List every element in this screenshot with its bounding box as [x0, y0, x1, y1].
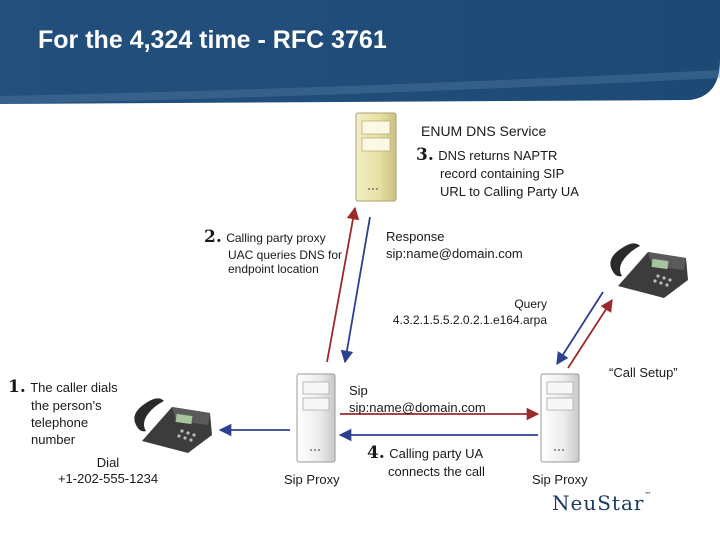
neustar-logo: NeuStar™ — [552, 491, 652, 515]
page-title: For the 4,324 time - RFC 3761 — [38, 26, 387, 54]
step-1: 1. The caller dials — [8, 377, 118, 398]
dns-response-arrow — [340, 216, 371, 364]
header-banner: For the 4,324 time - RFC 3761 — [0, 0, 720, 104]
step-1-text-line-2: the person’s — [31, 398, 102, 413]
caller-phone-icon — [134, 398, 212, 453]
step-4: 4. Calling party UA — [367, 443, 483, 464]
step-1-text-line-4: number — [31, 432, 76, 447]
sip-proxy-left-label: Sip Proxy — [284, 472, 340, 487]
step-4-number: 4. — [367, 443, 385, 463]
step-2-text-line-1: Calling party proxy — [226, 231, 326, 245]
enum-dns-server-icon — [355, 112, 397, 202]
step-3: 3. DNS returns NAPTR — [416, 145, 557, 166]
step-1-text-line-1: The caller dials — [30, 380, 118, 395]
step-3-number: 3. — [416, 145, 434, 165]
sip-proxy-right-label: Sip Proxy — [532, 472, 588, 487]
sip-uri: sip:name@domain.com — [349, 400, 486, 415]
step-3-text-line-1: DNS returns NAPTR — [438, 148, 558, 163]
step-3-text-line-3: URL to Calling Party UA — [440, 184, 579, 199]
neustar-logo-text: NeuStar — [552, 491, 645, 515]
callee-phone-icon — [610, 243, 688, 298]
query-label: Query — [514, 297, 547, 311]
sip-label: Sip — [349, 383, 368, 398]
step-4-text-line-2: connects the call — [388, 464, 485, 479]
step-3-text-line-2: record containing SIP — [440, 166, 565, 181]
dial-label: Dial — [96, 455, 120, 470]
enum-dns-service-label: ENUM DNS Service — [421, 123, 547, 139]
call-setup-arrow — [567, 298, 613, 369]
step-2-text-line-2: UAC queries DNS for — [228, 248, 343, 262]
call-setup-label: “Call Setup” — [609, 365, 678, 380]
sip-proxy-right-server-icon — [540, 373, 580, 463]
step-1-text-line-3: telephone — [31, 415, 89, 430]
query-domain: 4.3.2.1.5.5.2.0.2.1.e164.arpa — [392, 313, 547, 327]
step-1-number: 1. — [8, 377, 26, 397]
sip-proxy-left-server-icon — [296, 373, 336, 463]
dial-number: +1-202-555-1234 — [57, 471, 159, 486]
step-2-number: 2. — [204, 227, 222, 247]
step-2: 2. Calling party proxy — [204, 227, 326, 248]
callee-return-arrow — [556, 291, 604, 366]
dns-query-arrow — [326, 206, 360, 363]
step-2-text-line-3: endpoint location — [228, 262, 319, 276]
response-uri: sip:name@domain.com — [386, 246, 523, 261]
response-label: Response — [386, 229, 445, 244]
step-4-text-line-1: Calling party UA — [389, 446, 484, 461]
neustar-logo-trademark: ™ — [644, 491, 653, 499]
